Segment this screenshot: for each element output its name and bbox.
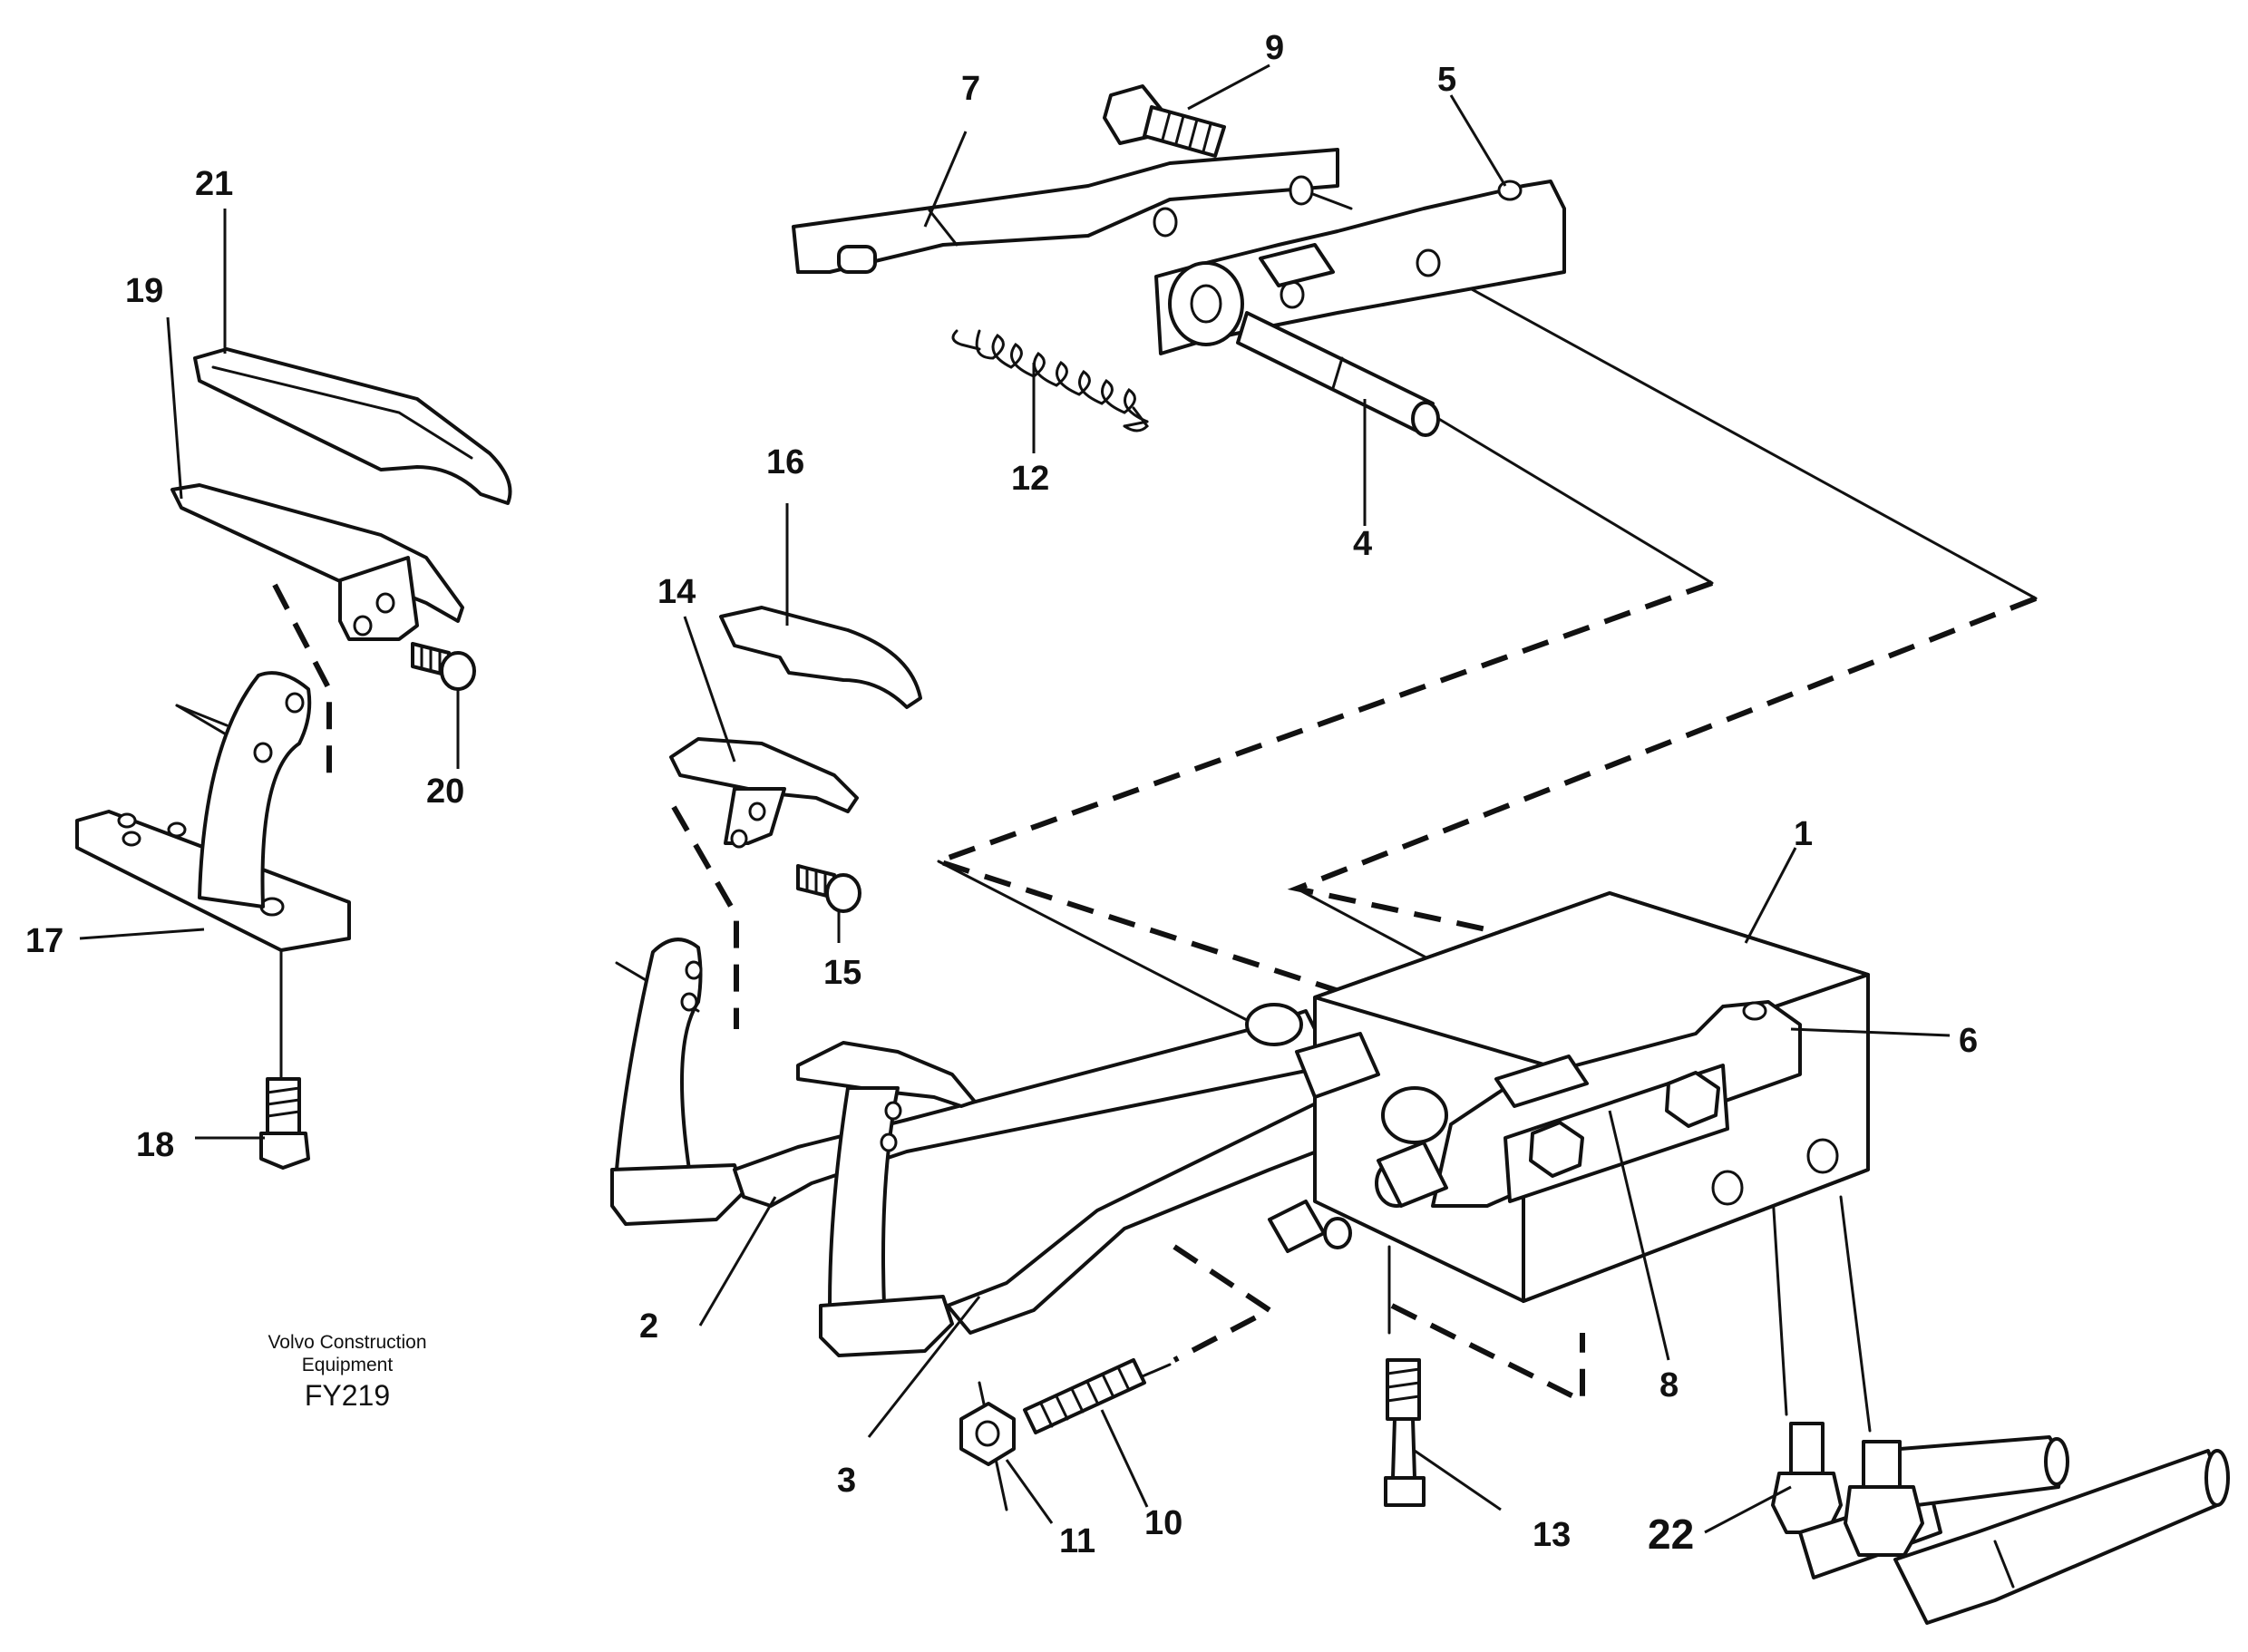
callout-9: 9 (1265, 29, 1284, 67)
callout-13: 13 (1533, 1516, 1571, 1554)
callout-11: 11 (1059, 1522, 1095, 1560)
part-pin-shaft (1236, 311, 1440, 437)
part-upper-bracket (1154, 180, 1566, 355)
part-rubber-pad-21 (193, 347, 512, 505)
part-hose-fittings-22 (1771, 1422, 2230, 1625)
callout-8: 8 (1659, 1366, 1679, 1404)
part-screw-15 (796, 864, 861, 913)
part-bolt-18 (259, 1077, 310, 1170)
part-clamp-8 (1504, 1064, 1729, 1203)
part-rubber-pad-16 (719, 606, 922, 709)
part-pedal-plate-14 (669, 737, 859, 849)
assembly-thin-lines (175, 157, 2038, 1511)
part-spring-12 (951, 329, 1149, 432)
part-base-plate-17 (75, 671, 351, 952)
callout-15: 15 (823, 954, 861, 992)
callout-12: 12 (1011, 460, 1049, 498)
callout-14: 14 (657, 573, 696, 611)
callout-7: 7 (961, 70, 980, 108)
callout-17: 17 (25, 922, 63, 960)
callout-5: 5 (1437, 61, 1456, 99)
part-nut-11 (959, 1402, 1016, 1466)
callout-18: 18 (136, 1126, 174, 1164)
callout-22: 22 (1648, 1511, 1694, 1558)
callout-21: 21 (195, 165, 233, 203)
credit-line-2: Equipment (302, 1355, 394, 1375)
part-pedal-lever-3 (796, 1041, 1389, 1357)
callout-3: 3 (837, 1462, 856, 1500)
part-bolt-13 (1384, 1358, 1426, 1507)
part-spring-10 (1023, 1358, 1146, 1434)
part-screw-20 (411, 642, 476, 691)
callout-1: 1 (1794, 815, 1813, 853)
callout-numbers: 1 2 3 4 5 6 7 8 9 10 11 12 13 14 15 16 1… (25, 29, 1978, 1560)
figure-code: FY219 (305, 1379, 390, 1412)
callout-19: 19 (125, 272, 163, 310)
callout-10: 10 (1144, 1504, 1182, 1542)
callout-2: 2 (639, 1307, 658, 1346)
callout-4: 4 (1353, 525, 1372, 563)
part-couplings (1245, 1003, 1448, 1253)
credit-line-1: Volvo Construction (268, 1332, 426, 1353)
publisher-credit: Volvo Construction Equipment FY219 (268, 1332, 426, 1412)
callout-6: 6 (1959, 1022, 1978, 1060)
part-lever-arm (792, 148, 1339, 274)
callout-16: 16 (766, 443, 804, 481)
leader-lines (79, 63, 1951, 1534)
callout-20: 20 (426, 773, 464, 811)
part-pedal-plate-19 (170, 483, 464, 641)
part-bolt-9 (1103, 84, 1226, 158)
